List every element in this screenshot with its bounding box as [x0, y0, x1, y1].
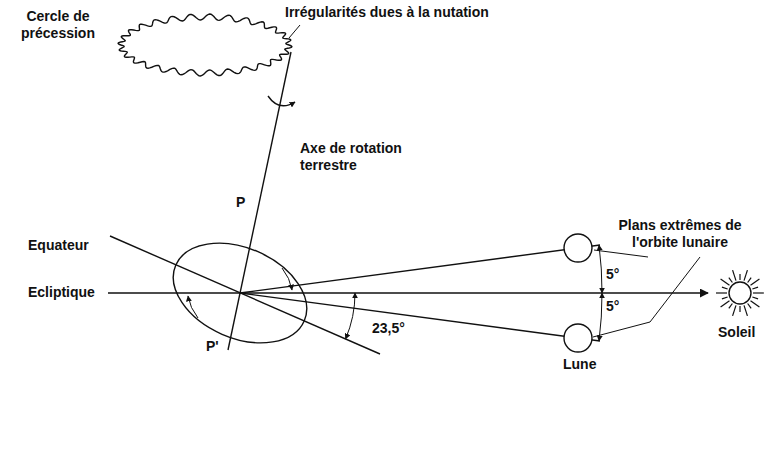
leader-line: [594, 250, 648, 257]
precession-circle: [118, 14, 292, 76]
ecliptic-line: [108, 292, 708, 293]
sun-ray: [744, 270, 747, 280]
sun-ray: [748, 304, 752, 309]
sun-ray: [751, 279, 760, 285]
sun-disc: [729, 282, 751, 304]
sun-ray: [739, 306, 740, 312]
sun-ray: [744, 305, 747, 315]
figure-label: Equateur: [28, 237, 89, 254]
rotation-arrow: [268, 96, 295, 106]
moon-circle: [564, 234, 592, 262]
angle-arc: [599, 293, 602, 341]
sun-ray: [722, 297, 728, 299]
figure-label: 5°: [606, 298, 619, 315]
figure-label: Soleil: [718, 324, 755, 341]
leader-line: [289, 25, 300, 38]
equator-line: [110, 236, 380, 354]
sun-ray: [721, 279, 730, 285]
angle-arc: [346, 293, 356, 339]
figure-label: P: [236, 194, 245, 211]
sun-ray: [753, 292, 764, 293]
moon-circle: [564, 324, 592, 352]
sun-ray: [739, 274, 740, 280]
figure-label: Cercle de précession: [8, 8, 108, 42]
rotation-axis: [228, 52, 291, 350]
sun-ray: [721, 301, 730, 307]
figure-label: Axe de rotation terrestre: [300, 140, 425, 174]
sun-ray: [751, 301, 760, 307]
equator-arrow: [282, 268, 292, 290]
figure-label: Irrégularités dues à la nutation: [285, 4, 489, 21]
figure-label: Lune: [563, 356, 596, 373]
sun-ray: [729, 304, 733, 309]
equator-arrow: [188, 296, 198, 318]
figure-label: Plans extrêmes de l'orbite lunaire: [605, 217, 755, 251]
sun-ray: [733, 270, 736, 280]
lunar-plane-upper: [240, 245, 600, 293]
equator-ellipse: [158, 224, 322, 362]
figure-label: Ecliptique: [28, 284, 95, 301]
figure-label: 5°: [606, 266, 619, 283]
sun-ray: [748, 278, 752, 283]
sun-ray: [722, 287, 728, 289]
leader-line: [593, 257, 700, 337]
sun-ray: [729, 278, 733, 283]
sun-ray: [716, 292, 727, 293]
angle-arc: [599, 245, 602, 293]
sun-ray: [733, 305, 736, 315]
sun-ray: [752, 287, 758, 289]
sun-ray: [752, 297, 758, 299]
figure-label: 23,5°: [372, 320, 405, 337]
figure-label: P': [206, 338, 219, 355]
